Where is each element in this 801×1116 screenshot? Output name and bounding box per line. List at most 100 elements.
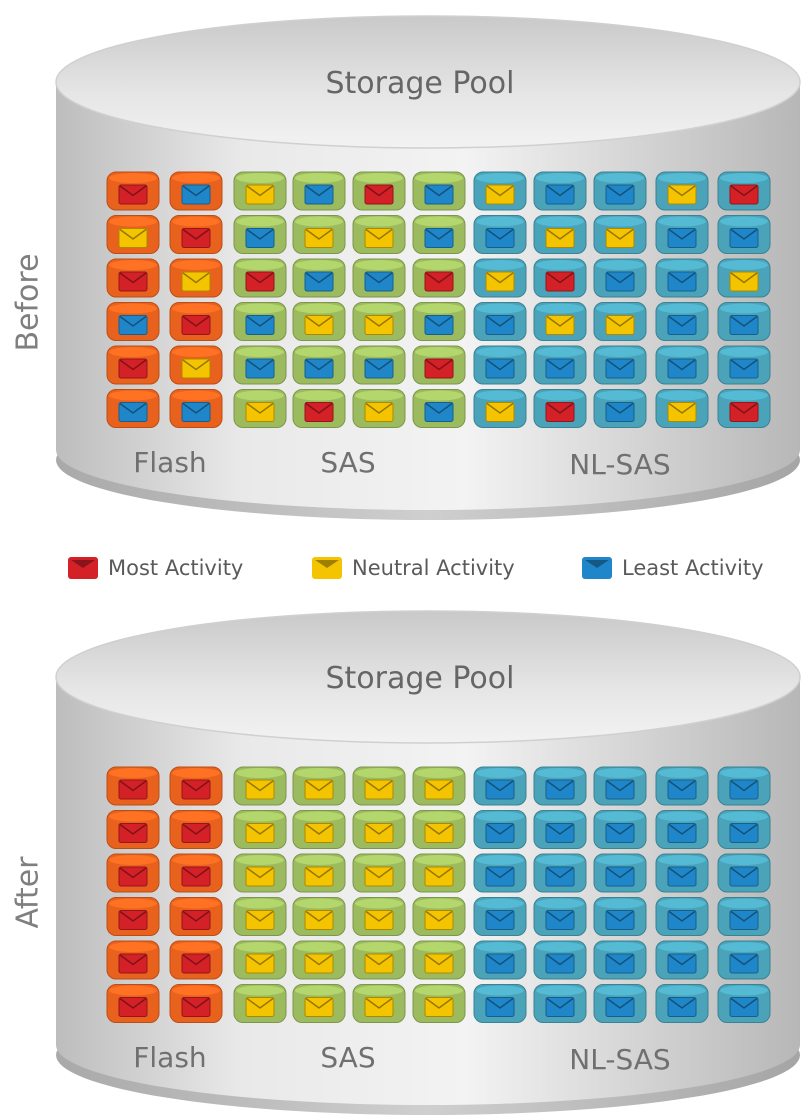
tier-label-nl-sas: NL-SAS bbox=[569, 1043, 670, 1076]
tier-label-sas: SAS bbox=[320, 1041, 375, 1074]
disk-top bbox=[596, 898, 644, 909]
disk-top bbox=[236, 985, 284, 996]
disk-top bbox=[295, 855, 343, 865]
envelope-flap bbox=[606, 228, 634, 240]
legend-label: Neutral Activity bbox=[352, 556, 515, 580]
envelope-flap bbox=[546, 780, 574, 792]
envelope-flap bbox=[730, 823, 758, 835]
disk-column-sas bbox=[233, 766, 287, 1023]
envelope-flap bbox=[668, 228, 696, 240]
envelope-flap bbox=[486, 402, 514, 414]
disk-top bbox=[415, 985, 463, 996]
envelope-flap bbox=[119, 997, 147, 1009]
envelope-flap bbox=[486, 228, 514, 240]
envelope-flap bbox=[182, 185, 210, 197]
disk-column-nlsas bbox=[593, 171, 647, 428]
envelope-flap bbox=[425, 315, 453, 327]
envelope-flap bbox=[425, 997, 453, 1009]
disk-top bbox=[415, 855, 463, 865]
envelope-flap bbox=[668, 359, 696, 371]
disk-top bbox=[295, 898, 343, 909]
envelope-flap bbox=[119, 228, 147, 240]
envelope-flap bbox=[246, 867, 274, 879]
envelope-flap bbox=[606, 867, 634, 879]
disk-top bbox=[658, 216, 706, 227]
envelope-flap bbox=[119, 823, 147, 835]
disk-top bbox=[415, 768, 463, 778]
envelope-flap bbox=[305, 402, 333, 414]
envelope-flap bbox=[486, 867, 514, 879]
envelope-blue-icon bbox=[582, 557, 612, 579]
disk-top bbox=[236, 898, 284, 909]
envelope-flap bbox=[246, 359, 274, 371]
envelope-flap bbox=[486, 780, 514, 792]
envelope-flap bbox=[668, 910, 696, 922]
envelope-flap bbox=[668, 315, 696, 327]
envelope-flap bbox=[246, 228, 274, 240]
envelope-flap bbox=[182, 315, 210, 327]
disk-top bbox=[476, 303, 524, 314]
disk-top bbox=[476, 260, 524, 270]
envelope-flap bbox=[606, 823, 634, 835]
disk-top bbox=[536, 855, 584, 865]
tier-label-nl-sas: NL-SAS bbox=[569, 448, 670, 481]
disk-top bbox=[295, 942, 343, 952]
disk-top bbox=[596, 855, 644, 865]
disk-top bbox=[658, 173, 706, 183]
disk-top bbox=[720, 347, 768, 357]
disk-top bbox=[658, 855, 706, 865]
envelope-flap bbox=[246, 780, 274, 792]
disk-top bbox=[355, 347, 403, 357]
envelope-flap bbox=[606, 315, 634, 327]
disk-top bbox=[415, 347, 463, 357]
disk-top bbox=[172, 216, 220, 227]
disk-column-sas bbox=[412, 171, 466, 428]
envelope-flap bbox=[182, 997, 210, 1009]
envelope-flap bbox=[606, 997, 634, 1009]
disk-top bbox=[536, 985, 584, 996]
envelope-flap bbox=[305, 910, 333, 922]
disk-top bbox=[109, 985, 157, 996]
disk-column-sas bbox=[292, 171, 346, 428]
disk-top bbox=[596, 303, 644, 314]
disk-top bbox=[172, 390, 220, 401]
envelope-flap bbox=[182, 954, 210, 966]
envelope-flap bbox=[486, 997, 514, 1009]
disk-top bbox=[355, 303, 403, 314]
disk-top bbox=[236, 347, 284, 357]
cylinder-top bbox=[55, 610, 801, 744]
envelope-flap bbox=[668, 823, 696, 835]
envelope-flap bbox=[606, 780, 634, 792]
legend-label: Most Activity bbox=[108, 556, 244, 580]
envelope-flap bbox=[365, 185, 393, 197]
envelope-flap bbox=[425, 954, 453, 966]
disk-top bbox=[355, 985, 403, 996]
disk-top bbox=[658, 390, 706, 401]
disk-top bbox=[596, 173, 644, 183]
envelope-flap bbox=[305, 780, 333, 792]
disk-top bbox=[720, 173, 768, 183]
disk-top bbox=[536, 260, 584, 270]
envelope-flap bbox=[305, 315, 333, 327]
envelope-flap bbox=[730, 867, 758, 879]
envelope-flap bbox=[486, 185, 514, 197]
disk-top bbox=[415, 303, 463, 314]
disk-top bbox=[658, 985, 706, 996]
disk-top bbox=[295, 173, 343, 183]
disk-top bbox=[658, 811, 706, 822]
disk-top bbox=[295, 216, 343, 227]
disk-top bbox=[295, 303, 343, 314]
disk-top bbox=[536, 942, 584, 952]
disk-top bbox=[476, 942, 524, 952]
disk-top bbox=[720, 303, 768, 314]
envelope-flap bbox=[425, 272, 453, 284]
disk-column-flash bbox=[106, 766, 160, 1023]
disk-top bbox=[355, 260, 403, 270]
disk-top bbox=[172, 855, 220, 865]
disk-top bbox=[109, 855, 157, 865]
disk-column-nlsas bbox=[717, 171, 771, 428]
disk-column-sas bbox=[412, 766, 466, 1023]
disk-top bbox=[295, 390, 343, 401]
envelope-flap bbox=[305, 272, 333, 284]
